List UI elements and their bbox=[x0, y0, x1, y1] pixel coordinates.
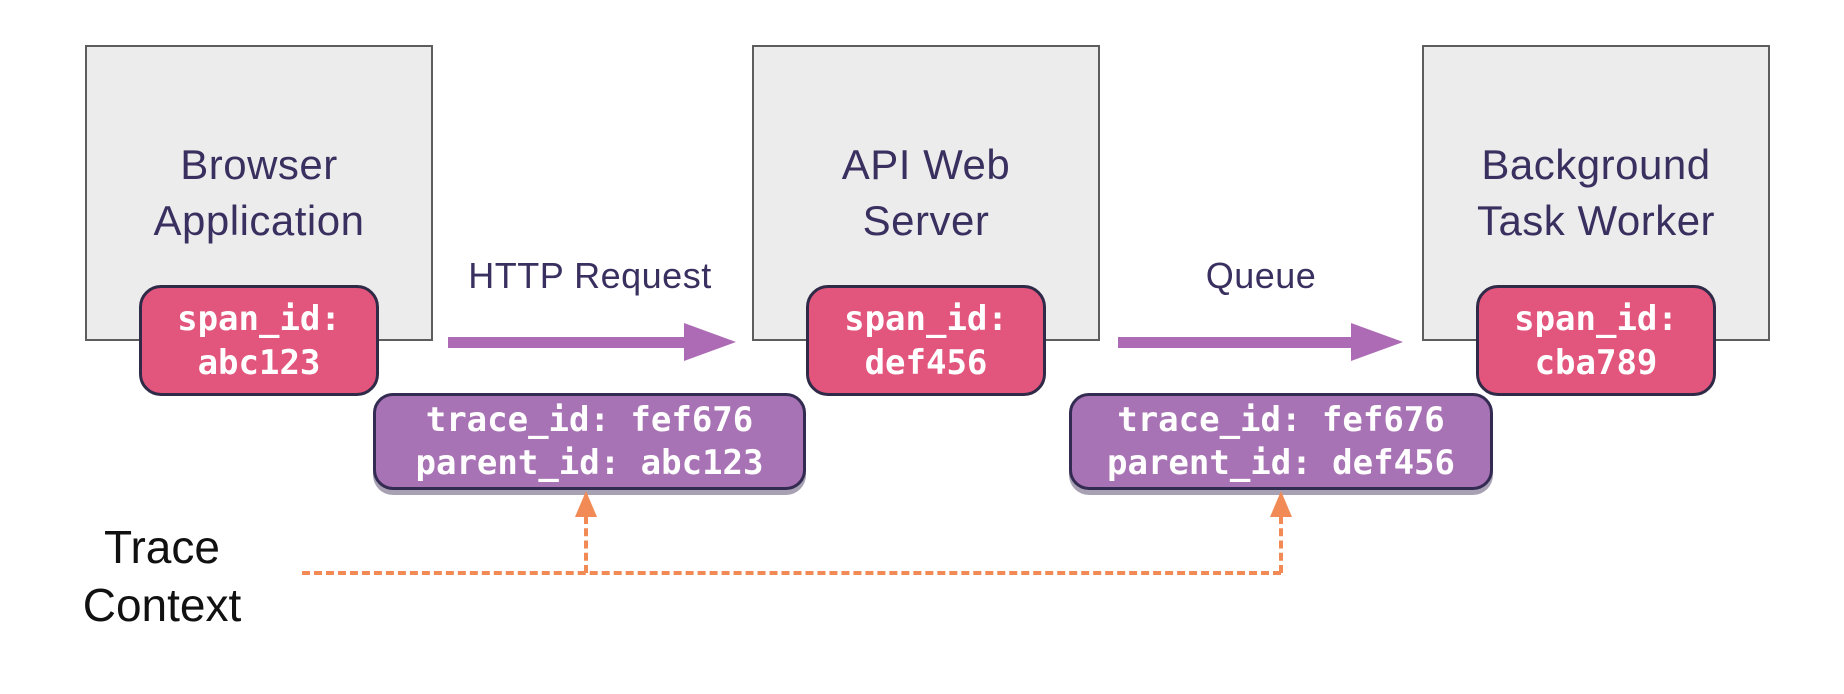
service-title: Browser Application bbox=[153, 141, 365, 244]
arrow-up-icon bbox=[575, 491, 597, 517]
flow-label-http-request: HTTP Request bbox=[468, 255, 712, 296]
span-id-badge-worker: span_id: cba789 bbox=[1476, 285, 1716, 396]
trace-context-label: Trace Context bbox=[82, 521, 242, 631]
flow-arrow-shaft bbox=[1118, 337, 1351, 348]
arrow-right-icon bbox=[684, 323, 736, 361]
trace-context-vertical-line bbox=[584, 516, 588, 573]
arrow-up-icon bbox=[1270, 491, 1292, 517]
span-id-badge-api: span_id: def456 bbox=[806, 285, 1046, 396]
trace-box-queue: trace_id: fef676 parent_id: def456 bbox=[1069, 393, 1493, 490]
flow-arrow-shaft bbox=[448, 337, 684, 348]
span-id-badge-browser: span_id: abc123 bbox=[139, 285, 379, 396]
service-title: API Web Server bbox=[841, 141, 1011, 244]
trace-context-horizontal-line bbox=[302, 571, 1281, 575]
flow-label-queue: Queue bbox=[1205, 255, 1317, 296]
service-title: Background Task Worker bbox=[1476, 141, 1716, 244]
trace-box-http: trace_id: fef676 parent_id: abc123 bbox=[373, 393, 806, 490]
arrow-right-icon bbox=[1351, 323, 1403, 361]
trace-context-vertical-line bbox=[1279, 516, 1283, 573]
